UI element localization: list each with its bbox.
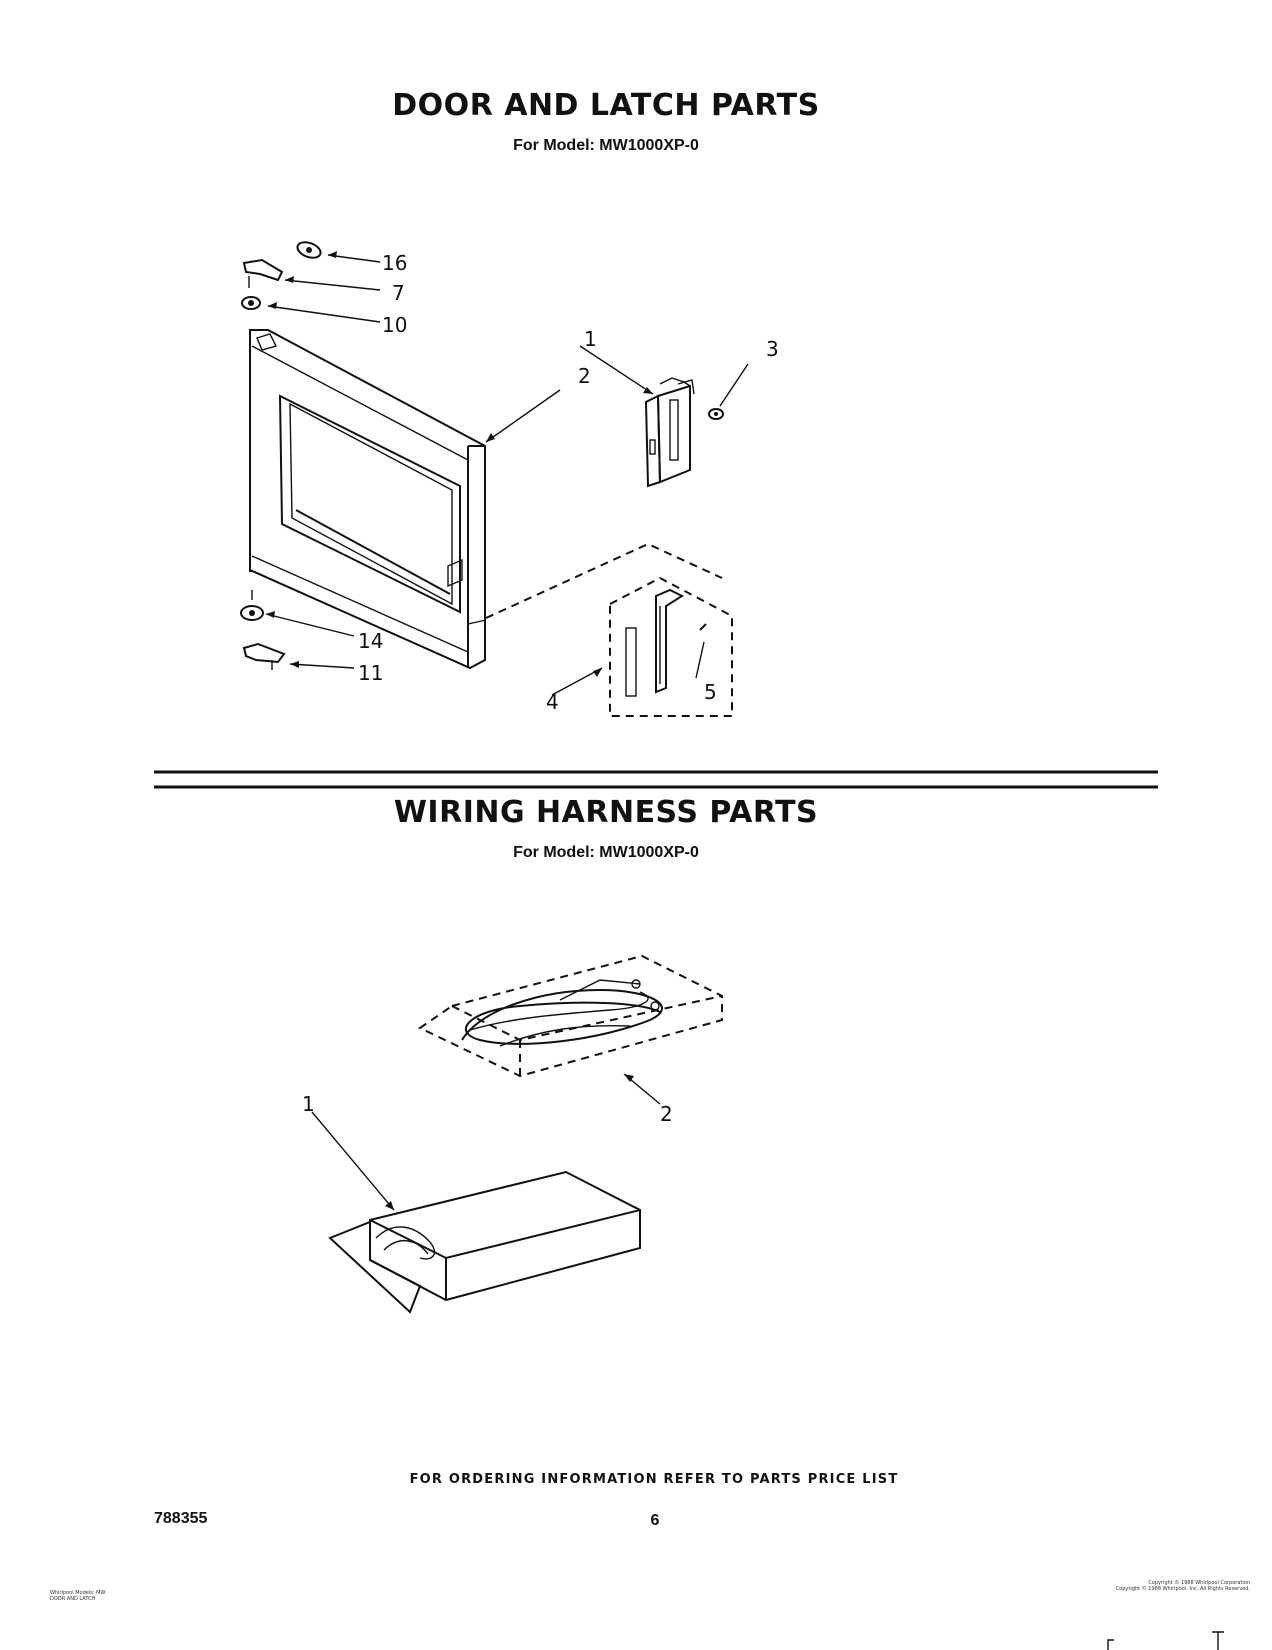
- hinge-pin-part: [241, 296, 261, 310]
- callout-10: 10: [382, 313, 408, 337]
- ordering-note: FOR ORDERING INFORMATION REFER TO PARTS …: [409, 1472, 899, 1487]
- corner-mark: [1107, 1639, 1114, 1650]
- lower-washer-part: [240, 605, 264, 621]
- connector-dashed: [485, 542, 723, 619]
- harness-package-box: [328, 1170, 641, 1314]
- leader-1: [579, 345, 654, 395]
- callout-harness-1: 1: [302, 1092, 315, 1116]
- latch-kit-box: [609, 576, 733, 717]
- callout-harness-2: 2: [660, 1102, 673, 1126]
- section-title-wiring-harness: WIRING HARNESS PARTS: [393, 795, 819, 830]
- model-line-wiring-harness: For Model: MW1000XP-0: [513, 844, 699, 861]
- leader-5: [695, 641, 705, 679]
- fine-print-right: Copyright © 1988 Whirlpool Corporation C…: [1040, 1580, 1250, 1592]
- fine-print-right-line-1: Copyright © 1988 Whirlpool Corporation: [1148, 1580, 1250, 1586]
- leader-2: [485, 389, 561, 443]
- callout-11: 11: [358, 661, 384, 685]
- page-number: 6: [650, 1512, 660, 1529]
- callout-14: 14: [358, 629, 384, 653]
- corner-mark-right: [1212, 1631, 1224, 1650]
- leader-package-1: [311, 1111, 395, 1211]
- doc-number: 788355: [154, 1510, 208, 1527]
- door-assembly: [249, 329, 487, 670]
- hinge-clip-part: [296, 241, 322, 259]
- leader-7: [284, 279, 381, 291]
- leader-16: [327, 254, 381, 263]
- lower-hinge-part: [242, 642, 286, 670]
- callout-1: 1: [584, 327, 597, 351]
- callout-7: 7: [392, 281, 405, 305]
- callout-3: 3: [766, 337, 779, 361]
- callout-16: 16: [382, 251, 408, 275]
- leader-14: [265, 613, 355, 637]
- model-line-door-latch: For Model: MW1000XP-0: [513, 137, 699, 154]
- fine-print-left: Whirlpool Models: MW DOOR AND LATCH: [50, 1590, 140, 1602]
- fine-print-left-line-2: DOOR AND LATCH: [50, 1596, 96, 1602]
- fine-print-left-line-1: Whirlpool Models: MW: [50, 1590, 106, 1596]
- callout-4: 4: [546, 690, 559, 714]
- wiring-harness-bundle: [418, 954, 723, 1078]
- fine-print-right-line-2: Copyright © 1988 Whirlpool, Inc. All Rig…: [1115, 1586, 1250, 1592]
- latch-switch-assembly: [644, 377, 695, 488]
- section-title-door-latch: DOOR AND LATCH PARTS: [392, 88, 820, 123]
- callout-2: 2: [578, 364, 591, 388]
- hinge-part: [242, 258, 284, 288]
- leader-4: [551, 667, 603, 696]
- leader-10: [267, 305, 381, 323]
- leader-11: [289, 663, 355, 669]
- screw-part: [708, 408, 724, 420]
- callout-5: 5: [704, 680, 717, 704]
- leader-3: [719, 363, 749, 407]
